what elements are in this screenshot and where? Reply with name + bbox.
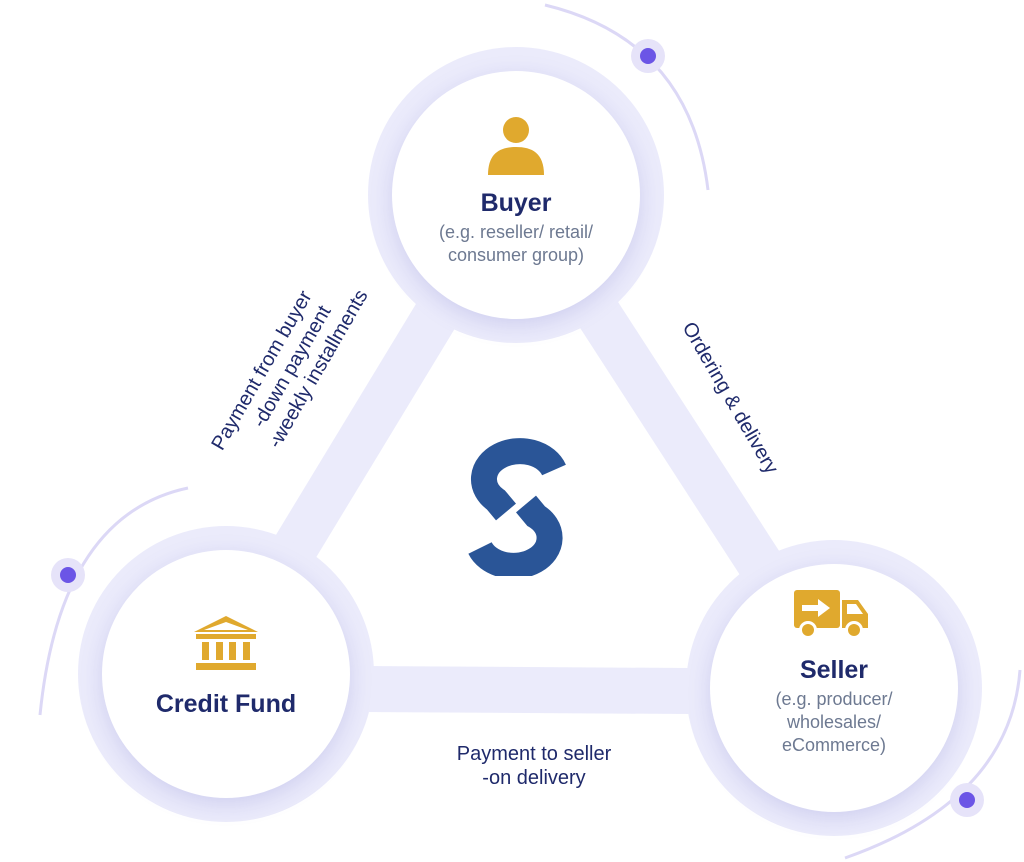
seller-subtitle: (e.g. producer/ wholesales/ eCommerce) <box>710 688 958 757</box>
buyer-subtitle: (e.g. reseller/ retail/ consumer group) <box>392 221 640 267</box>
orbit-dot-left <box>51 558 85 592</box>
orbit-arc-right <box>844 669 1022 860</box>
buyer-subtitle-line1: (e.g. reseller/ retail/ <box>438 222 594 242</box>
delivery-truck-icon <box>794 590 868 639</box>
credit-fund-node: Credit Fund <box>78 526 374 822</box>
buyer-title: Buyer <box>480 189 552 217</box>
credit-fund-circle: Credit Fund <box>102 550 350 798</box>
seller-subtitle-line3: eCommerce) <box>781 735 887 755</box>
credit-fund-title: Credit Fund <box>155 690 297 718</box>
orbit-dot-right <box>950 783 984 817</box>
seller-subtitle-line2: wholesales/ <box>786 712 882 732</box>
person-icon <box>488 117 544 175</box>
buyer-circle: Buyer (e.g. reseller/ retail/ consumer g… <box>392 71 640 319</box>
buyer-node: Buyer (e.g. reseller/ retail/ consumer g… <box>368 47 664 343</box>
edge-credit-seller-line2: -on delivery <box>482 767 586 789</box>
edge-credit-seller-line1: Payment to seller <box>456 743 612 765</box>
orbit-arc-left <box>38 486 189 716</box>
seller-title: Seller <box>799 656 869 684</box>
seller-subtitle-line1: (e.g. producer/ <box>775 689 893 709</box>
bank-icon <box>194 616 258 670</box>
buyer-subtitle-line2: consumer group) <box>447 245 585 265</box>
seller-circle: Seller (e.g. producer/ wholesales/ eComm… <box>710 564 958 812</box>
seller-node: Seller (e.g. producer/ wholesales/ eComm… <box>686 540 982 836</box>
s-logo-icon <box>468 438 566 576</box>
orbit-dot-top <box>631 39 665 73</box>
triangle-connector <box>187 162 866 715</box>
edge-label-credit-seller: Payment to seller -on delivery <box>434 742 634 790</box>
